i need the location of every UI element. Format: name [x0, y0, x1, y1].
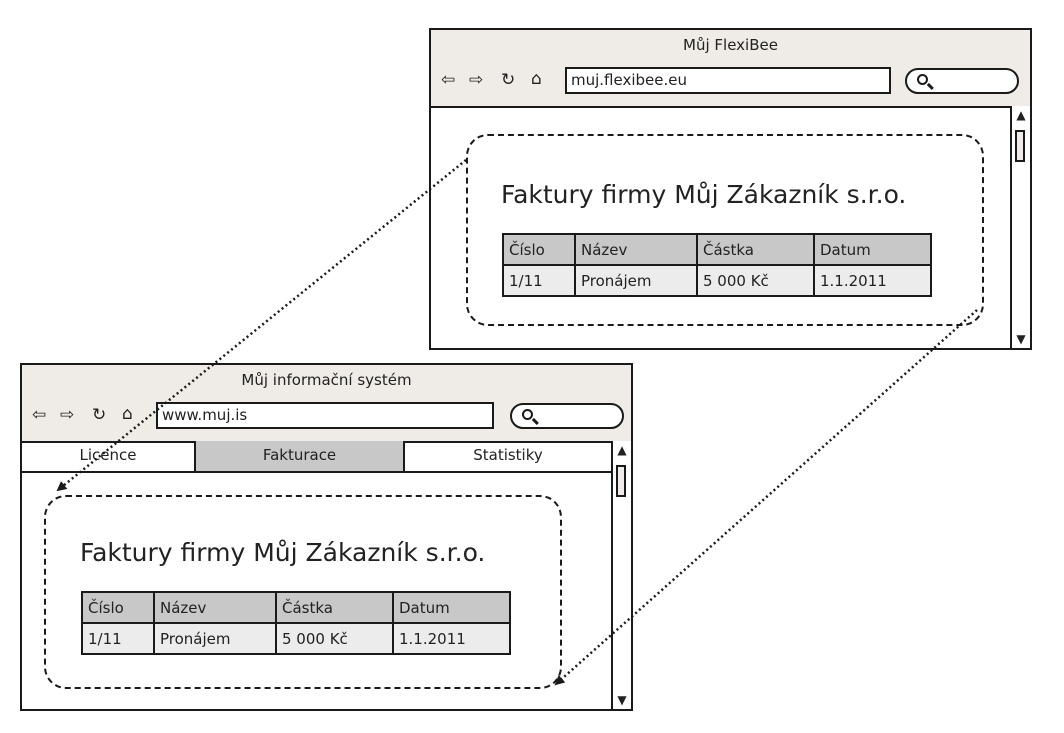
search-icon	[522, 409, 533, 420]
flexibee-invoices-heading: Faktury firmy Můj Zákazník s.r.o.	[501, 180, 907, 209]
table-header-row: Číslo Název Částka Datum	[502, 233, 932, 266]
search-icon	[917, 74, 928, 85]
back-arrow-icon[interactable]: ⇦	[32, 405, 47, 425]
cell-cislo: 1/11	[502, 264, 576, 297]
is-url-field[interactable]: www.muj.is	[156, 402, 494, 429]
cell-castka: 5 000 Kč	[275, 622, 394, 655]
table-header-row: Číslo Název Částka Datum	[81, 591, 511, 624]
reload-icon[interactable]: ↻	[501, 70, 516, 90]
flexibee-embedded-region	[466, 134, 984, 326]
scroll-up-icon[interactable]: ▲	[617, 443, 627, 457]
column-header-cislo: Číslo	[81, 591, 155, 624]
column-header-datum: Datum	[813, 233, 932, 266]
forward-arrow-icon[interactable]: ⇨	[60, 405, 75, 425]
cell-datum: 1.1.2011	[392, 622, 511, 655]
scroll-thumb[interactable]	[616, 465, 626, 497]
flexibee-window-title: Můj FlexiBee	[683, 36, 778, 54]
scroll-thumb[interactable]	[1015, 130, 1025, 162]
scroll-down-icon[interactable]: ▼	[617, 693, 627, 707]
tab-statistiky[interactable]: Statistiky	[473, 446, 543, 464]
reload-icon[interactable]: ↻	[92, 405, 107, 425]
scroll-down-icon[interactable]: ▼	[1016, 332, 1026, 346]
flexibee-browser-window: Můj FlexiBee ⇦ ⇨ ↻ ⌂ muj.flexibee.eu ▲ ▼…	[429, 28, 1032, 350]
back-arrow-icon[interactable]: ⇦	[441, 70, 456, 90]
cell-nazev: Pronájem	[574, 264, 698, 297]
table-row: 1/11 Pronájem 5 000 Kč 1.1.2011	[502, 264, 932, 297]
is-titlebar: Můj informační systém ⇦ ⇨ ↻ ⌂ www.muj.is	[22, 365, 631, 443]
home-icon[interactable]: ⌂	[531, 69, 542, 89]
flexibee-scrollbar[interactable]: ▲ ▼	[1010, 106, 1030, 348]
cell-datum: 1.1.2011	[813, 264, 932, 297]
column-header-castka: Částka	[696, 233, 815, 266]
cell-castka: 5 000 Kč	[696, 264, 815, 297]
column-header-datum: Datum	[392, 591, 511, 624]
is-search-field[interactable]	[510, 403, 624, 429]
flexibee-url-field[interactable]: muj.flexibee.eu	[565, 67, 891, 94]
flexibee-titlebar: Můj FlexiBee ⇦ ⇨ ↻ ⌂ muj.flexibee.eu	[431, 30, 1030, 108]
column-header-castka: Částka	[275, 591, 394, 624]
is-window-title: Můj informační systém	[241, 371, 412, 389]
scroll-up-icon[interactable]: ▲	[1016, 108, 1026, 122]
table-row: 1/11 Pronájem 5 000 Kč 1.1.2011	[81, 622, 511, 655]
tab-licence[interactable]: Licence	[22, 441, 196, 471]
forward-arrow-icon[interactable]: ⇨	[469, 70, 484, 90]
is-scrollbar[interactable]: ▲ ▼	[611, 441, 631, 709]
is-invoice-table: Číslo Název Částka Datum 1/11 Pronájem 5…	[81, 591, 511, 655]
cell-cislo: 1/11	[81, 622, 155, 655]
column-header-cislo: Číslo	[502, 233, 576, 266]
is-invoices-heading: Faktury firmy Můj Zákazník s.r.o.	[80, 538, 486, 567]
flexibee-invoice-table: Číslo Název Částka Datum 1/11 Pronájem 5…	[502, 233, 932, 297]
tab-fakturace[interactable]: Fakturace	[196, 441, 405, 471]
column-header-nazev: Název	[574, 233, 698, 266]
is-browser-window: Můj informační systém ⇦ ⇨ ↻ ⌂ www.muj.is…	[20, 363, 633, 711]
is-tab-bar: Licence Fakturace Statistiky	[22, 441, 611, 473]
cell-nazev: Pronájem	[153, 622, 277, 655]
home-icon[interactable]: ⌂	[122, 404, 133, 424]
column-header-nazev: Název	[153, 591, 277, 624]
flexibee-search-field[interactable]	[905, 68, 1019, 94]
